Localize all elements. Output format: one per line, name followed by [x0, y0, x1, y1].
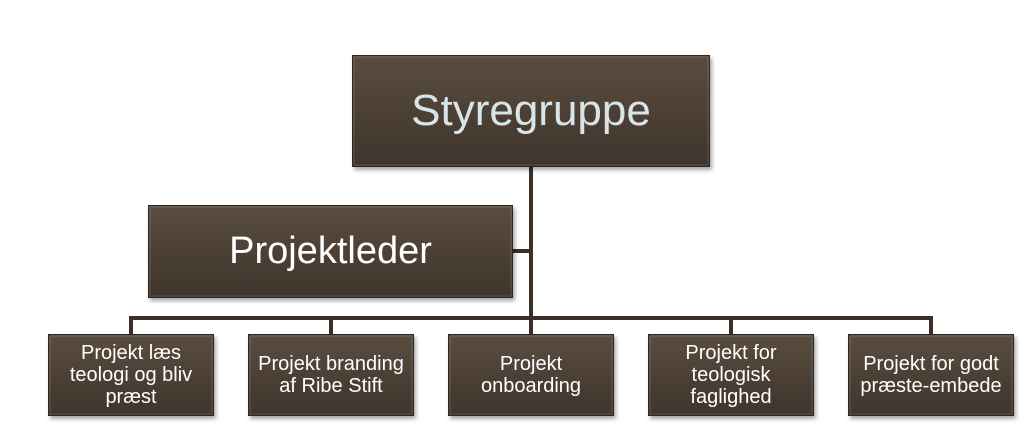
connector-drop — [729, 316, 733, 334]
connector-drop — [529, 316, 533, 334]
connector-drop — [929, 316, 933, 334]
connector-trunk — [529, 167, 533, 320]
node-label: Projekt branding af Ribe Stift — [258, 353, 404, 397]
node-project: Projekt læs teologi og bliv præst — [48, 334, 214, 416]
connector-drop — [329, 316, 333, 334]
node-label: Styregruppe — [411, 86, 651, 135]
node-project: Projekt branding af Ribe Stift — [248, 334, 414, 416]
node-label: Projekt for godt præste-embede — [860, 353, 1002, 397]
node-project: Projekt onboarding — [448, 334, 614, 416]
node-label: Projekt for teologisk faglighed — [685, 342, 777, 408]
node-projektleder: Projektleder — [148, 205, 513, 298]
node-project: Projekt for teologisk faglighed — [648, 334, 814, 416]
connector-drop — [129, 316, 133, 334]
node-project: Projekt for godt præste-embede — [848, 334, 1014, 416]
node-label: Projektleder — [229, 230, 432, 272]
node-label: Projekt læs teologi og bliv præst — [69, 342, 193, 408]
connector-leader — [513, 249, 531, 253]
node-styregruppe: Styregruppe — [352, 55, 710, 167]
node-label: Projekt onboarding — [480, 353, 582, 397]
